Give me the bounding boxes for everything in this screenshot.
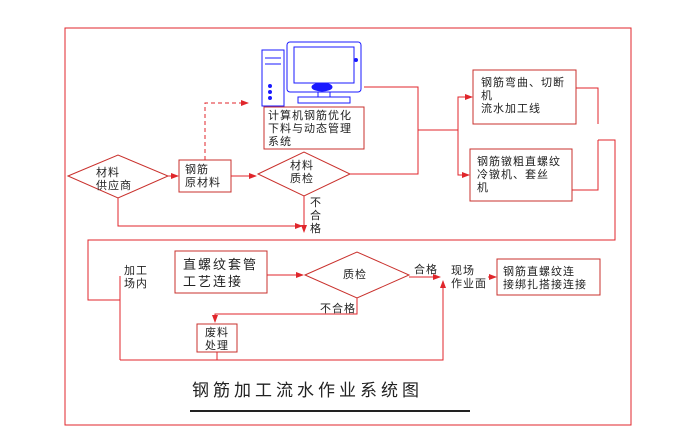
coupler-label: 直螺纹套管 工艺连接 bbox=[183, 258, 259, 290]
computer-system-label: 计算机钢筋优化 下料与动态管理 系统 bbox=[268, 109, 352, 148]
site-label: 加工 场内 bbox=[124, 264, 148, 290]
edge-qc1-out bbox=[350, 129, 452, 175]
qc1-label: 材料 质检 bbox=[290, 159, 314, 185]
qc2-label: 质检 bbox=[343, 268, 367, 281]
bending-line-box bbox=[472, 69, 577, 125]
bending-line-label: 钢筋弯曲、切断 机 流水加工线 bbox=[481, 76, 565, 115]
edge-raw-computer bbox=[204, 100, 249, 160]
edge-thread-return bbox=[572, 140, 599, 191]
threading-box bbox=[469, 148, 573, 202]
outer-frame bbox=[64, 27, 632, 426]
connection-label: 钢筋直螺纹连 接绑扎搭接连接 bbox=[503, 265, 587, 291]
edge-supply-fail bbox=[117, 198, 303, 229]
edge-bend-return bbox=[576, 87, 599, 124]
edge-return-main bbox=[87, 139, 616, 301]
title-underline bbox=[190, 410, 470, 412]
computer-system-box bbox=[263, 106, 365, 150]
fail-label-2: 不合格 bbox=[320, 302, 356, 315]
coupler-box bbox=[174, 250, 268, 294]
fail-label-1: 不 合 格 bbox=[310, 196, 322, 235]
field-label: 现场 作业面 bbox=[451, 264, 487, 290]
pass-label: 合格 bbox=[414, 263, 438, 276]
raw-material-label: 钢筋 原材料 bbox=[185, 163, 221, 189]
edge-split-thread bbox=[457, 130, 470, 178]
diagram-title: 钢筋加工流水作业系统图 bbox=[192, 381, 423, 401]
edge-qc2-fail bbox=[212, 298, 358, 323]
qc2-diamond bbox=[303, 251, 411, 299]
connection-box bbox=[496, 258, 601, 296]
edge-bottom-return bbox=[120, 280, 446, 361]
threading-label: 钢筋镦粗直螺纹 冷镦机、套丝 机 bbox=[477, 155, 561, 194]
waste-label: 废料 处理 bbox=[205, 326, 229, 352]
edge-split-bend bbox=[452, 94, 473, 131]
edge-computer-out bbox=[364, 86, 419, 130]
supplier-label: 材料 供应商 bbox=[96, 166, 132, 192]
computer-icon bbox=[261, 41, 362, 107]
